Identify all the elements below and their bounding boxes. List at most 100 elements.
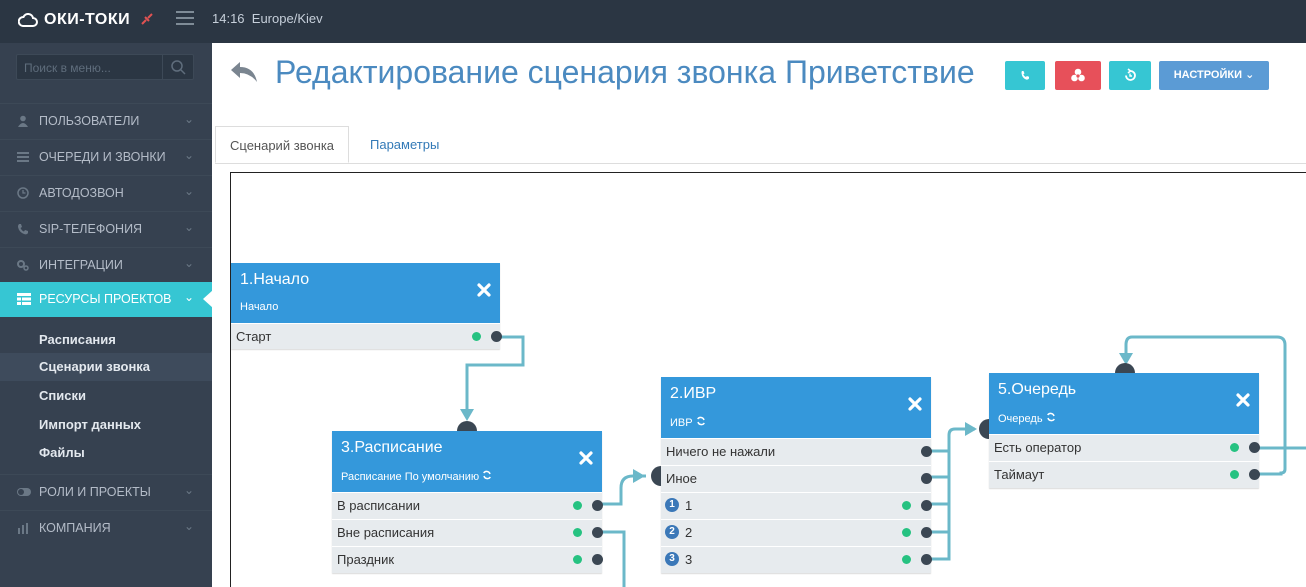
close-icon[interactable] bbox=[907, 396, 923, 412]
logo-text: ОКИ-ТОКИ bbox=[44, 11, 131, 28]
plug-icon[interactable] bbox=[140, 12, 154, 29]
submenu-item-call-scenarios[interactable]: Сценарии звонка bbox=[0, 353, 212, 381]
node-output-row: Праздник bbox=[332, 546, 603, 573]
submenu-item-label: Импорт данных bbox=[39, 417, 142, 432]
chevron-down-icon: ⌄ bbox=[183, 483, 194, 497]
node-header[interactable]: 3.Расписание Расписание По умолчанию bbox=[332, 431, 602, 492]
node-output-row: Старт bbox=[231, 323, 502, 349]
key-2-badge: 2 bbox=[665, 525, 679, 539]
close-icon[interactable] bbox=[1235, 392, 1251, 408]
row-label: Есть оператор bbox=[994, 440, 1082, 455]
settings-dropdown-button[interactable]: НАСТРОЙКИ ⌄ bbox=[1159, 61, 1269, 90]
sidebar-item-project-resources[interactable]: РЕСУРСЫ ПРОЕКТОВ ⌄ bbox=[0, 282, 213, 317]
status-dot bbox=[902, 501, 911, 510]
search-icon bbox=[171, 60, 186, 75]
sidebar-item-label: ПОЛЬЗОВАТЕЛИ bbox=[39, 114, 140, 128]
output-connector[interactable] bbox=[921, 527, 932, 538]
node-queue[interactable]: 5.Очередь Очередь Есть оператор Таймаут bbox=[989, 373, 1260, 488]
gears-icon bbox=[17, 260, 29, 271]
key-1-badge: 1 bbox=[665, 498, 679, 512]
time: 14:16 bbox=[212, 11, 245, 26]
tab-call-scenario[interactable]: Сценарий звонка bbox=[215, 126, 350, 163]
row-label: Вне расписания bbox=[337, 525, 435, 540]
back-arrow-icon[interactable] bbox=[228, 58, 260, 88]
refresh-icon[interactable] bbox=[696, 416, 706, 426]
list-icon bbox=[17, 152, 29, 162]
user-icon bbox=[18, 115, 28, 127]
node-title: 2.ИВР bbox=[670, 385, 717, 402]
node-schedule[interactable]: 3.Расписание Расписание По умолчанию В р… bbox=[332, 431, 603, 573]
search-input[interactable] bbox=[17, 55, 171, 81]
sidebar-item-users[interactable]: ПОЛЬЗОВАТЕЛИ ⌄ bbox=[0, 103, 212, 138]
output-connector[interactable] bbox=[491, 331, 502, 342]
node-output-row: Ничего не нажали bbox=[661, 438, 932, 465]
sidebar-item-label: РОЛИ И ПРОЕКТЫ bbox=[39, 485, 151, 499]
sidebar-search bbox=[16, 54, 194, 81]
logo[interactable]: ОКИ-ТОКИ bbox=[18, 11, 130, 29]
submenu-item-files[interactable]: Файлы bbox=[0, 439, 212, 467]
output-connector[interactable] bbox=[921, 500, 932, 511]
output-connector[interactable] bbox=[1249, 469, 1260, 480]
output-connector[interactable] bbox=[592, 527, 603, 538]
output-connector[interactable] bbox=[592, 500, 603, 511]
key-3-badge: 3 bbox=[665, 552, 679, 566]
submenu-item-schedules[interactable]: Расписания bbox=[0, 326, 212, 354]
node-output-row: Вне расписания bbox=[332, 519, 603, 546]
sidebar-item-label: АВТОДОЗВОН bbox=[39, 186, 124, 200]
sidebar-item-company[interactable]: КОМПАНИЯ ⌄ bbox=[0, 510, 212, 545]
sidebar-item-queues[interactable]: ОЧЕРЕДИ И ЗВОНКИ ⌄ bbox=[0, 139, 212, 174]
submenu-item-lists[interactable]: Списки bbox=[0, 382, 212, 410]
status-dot bbox=[472, 332, 481, 341]
close-icon[interactable] bbox=[578, 450, 594, 466]
menu-toggle-icon[interactable] bbox=[176, 11, 194, 25]
sidebar-item-sip[interactable]: SIP-ТЕЛЕФОНИЯ ⌄ bbox=[0, 211, 212, 246]
table-icon bbox=[17, 293, 31, 305]
chevron-down-icon: ⌄ bbox=[183, 290, 194, 304]
clock: 14:16 Europe/Kiev bbox=[212, 11, 323, 26]
row-label: Ничего не нажали bbox=[666, 444, 776, 459]
history-button[interactable] bbox=[1109, 61, 1151, 90]
output-connector[interactable] bbox=[592, 554, 603, 565]
history-icon bbox=[1125, 68, 1136, 81]
row-label: В расписании bbox=[337, 498, 420, 513]
node-output-row: Таймаут bbox=[989, 461, 1260, 488]
output-connector[interactable] bbox=[921, 446, 932, 457]
status-dot bbox=[573, 528, 582, 537]
sidebar-item-autodial[interactable]: АВТОДОЗВОН ⌄ bbox=[0, 175, 212, 210]
node-header[interactable]: 5.Очередь Очередь bbox=[989, 373, 1259, 434]
refresh-icon[interactable] bbox=[1046, 412, 1056, 422]
chevron-down-icon: ⌄ bbox=[183, 112, 194, 126]
sidebar-item-roles[interactable]: РОЛИ И ПРОЕКТЫ ⌄ bbox=[0, 474, 212, 509]
radiation-button[interactable] bbox=[1055, 61, 1101, 90]
node-start[interactable]: 1.Начало Начало Старт bbox=[231, 263, 502, 349]
settings-label: НАСТРОЙКИ bbox=[1173, 69, 1242, 81]
chevron-down-icon: ⌄ bbox=[183, 148, 194, 162]
output-connector[interactable] bbox=[921, 554, 932, 565]
submenu-item-label: Списки bbox=[39, 388, 86, 403]
output-connector[interactable] bbox=[921, 473, 932, 484]
refresh-icon[interactable] bbox=[482, 470, 492, 480]
node-header[interactable]: 2.ИВР ИВР bbox=[661, 377, 931, 438]
timezone: Europe/Kiev bbox=[251, 11, 323, 26]
page-title: Редактирование сценария звонка Приветств… bbox=[275, 54, 975, 90]
node-subtitle: ИВР bbox=[670, 416, 706, 429]
output-connector[interactable] bbox=[1249, 442, 1260, 453]
sidebar-item-label: ИНТЕГРАЦИИ bbox=[39, 258, 123, 272]
status-dot bbox=[902, 528, 911, 537]
status-dot bbox=[573, 555, 582, 564]
sidebar-item-integrations[interactable]: ИНТЕГРАЦИИ ⌄ bbox=[0, 247, 212, 282]
close-icon[interactable] bbox=[476, 282, 492, 298]
tab-parameters[interactable]: Параметры bbox=[370, 137, 440, 152]
node-subtitle-text: Расписание По умолчанию bbox=[341, 471, 480, 483]
scenario-canvas[interactable]: 1.Начало Начало Старт 3.Расписание Распи… bbox=[230, 172, 1306, 587]
submenu-item-import[interactable]: Импорт данных bbox=[0, 411, 212, 439]
bar-chart-icon bbox=[18, 523, 28, 534]
node-subtitle: Расписание По умолчанию bbox=[341, 470, 492, 483]
node-output-row: Есть оператор bbox=[989, 434, 1260, 461]
search-button[interactable] bbox=[162, 55, 193, 79]
call-button[interactable] bbox=[1005, 61, 1045, 90]
status-dot bbox=[902, 555, 911, 564]
node-header[interactable]: 1.Начало Начало bbox=[231, 263, 500, 323]
